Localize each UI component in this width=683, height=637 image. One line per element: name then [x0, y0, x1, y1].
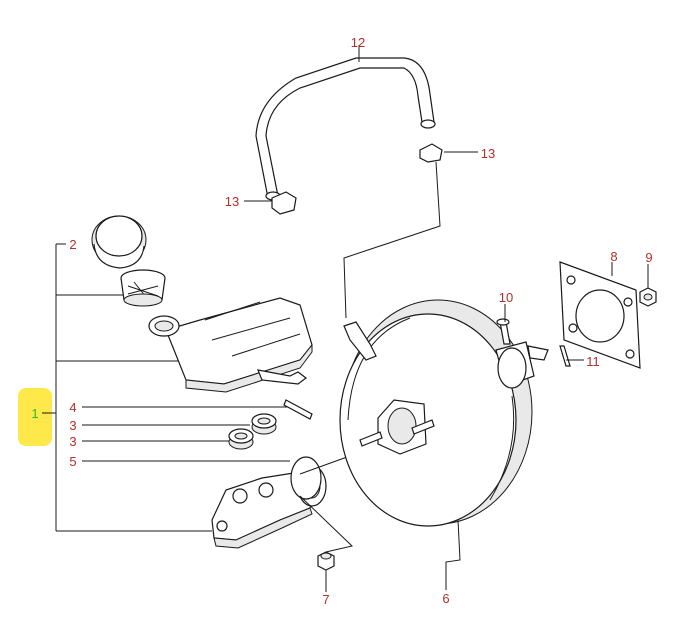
reservoir-strainer	[120, 269, 166, 307]
reservoir-cap	[91, 215, 147, 269]
callout-6: 6	[442, 591, 449, 606]
booster-gasket	[559, 261, 641, 369]
callout-13-upper: 13	[481, 146, 495, 161]
callout-8: 8	[610, 249, 617, 264]
reservoir-grommet-upper	[251, 413, 277, 435]
callout-11: 11	[586, 354, 600, 369]
callout-9: 9	[645, 250, 652, 265]
callout-5: 5	[69, 454, 76, 469]
reservoir-grommet-lower	[228, 428, 254, 450]
brake-booster	[339, 299, 549, 527]
callout-10: 10	[499, 290, 513, 305]
hose-routing-line	[343, 161, 441, 319]
split-pin	[559, 345, 571, 367]
clevis-pin	[496, 318, 511, 345]
callout-4: 4	[69, 400, 76, 415]
callout-3-upper: 3	[69, 418, 76, 433]
hose-clamp-lower	[271, 191, 297, 215]
fluid-reservoir	[148, 297, 313, 393]
mounting-nut	[317, 551, 335, 571]
callout-1: 1	[31, 406, 38, 421]
gasket-nut	[639, 287, 657, 307]
callout-labels: 1 2 4 3 3 5 12 13 13 10 8 9 11 6 7	[31, 35, 652, 607]
callout-2: 2	[69, 237, 76, 252]
vacuum-hose	[255, 57, 436, 201]
callout-7: 7	[322, 592, 329, 607]
hose-clamp-upper	[419, 143, 443, 163]
callout-12: 12	[351, 35, 365, 50]
callout-3-lower: 3	[69, 434, 76, 449]
callout-1-highlight	[18, 388, 52, 446]
master-cylinder-seal	[290, 456, 322, 500]
callout-leaders	[244, 45, 649, 592]
retaining-pin	[283, 399, 313, 420]
callout-13-lower: 13	[225, 194, 239, 209]
